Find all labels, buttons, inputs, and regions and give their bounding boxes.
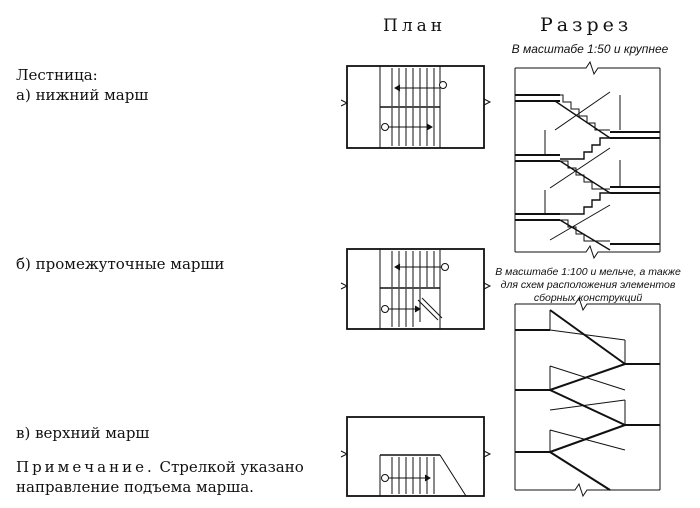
- small-scale-caption-3: сборных конструкций: [533, 292, 643, 304]
- lower-flight-label: а) нижний марш: [16, 86, 149, 104]
- section-header: Разрез: [540, 14, 633, 36]
- plan-header: План: [383, 16, 447, 36]
- note-line-2: направление подъема марша.: [16, 478, 254, 496]
- stair-title: Лестница:: [16, 66, 98, 84]
- plan-intermediate-flights: [340, 248, 492, 330]
- large-scale-caption: В масштабе 1:50 и крупнее: [511, 42, 669, 56]
- note-line-1: Примечание. Стрелкой указано: [16, 458, 304, 476]
- upper-flight-label: в) верхний марш: [16, 424, 150, 442]
- plan-lower-flight: [340, 65, 492, 149]
- small-scale-caption-2: для схем расположения элементов: [500, 279, 676, 291]
- plan-upper-flight: [340, 416, 492, 497]
- note-heading: Примечание.: [16, 458, 155, 476]
- section-large-scale: [514, 60, 661, 260]
- small-scale-caption-1: В масштабе 1:100 и мельче, а также: [495, 266, 681, 278]
- intermediate-flights-label: б) промежуточные марши: [16, 255, 225, 273]
- note-text: Стрелкой указано: [159, 458, 304, 476]
- section-small-scale: [514, 296, 661, 498]
